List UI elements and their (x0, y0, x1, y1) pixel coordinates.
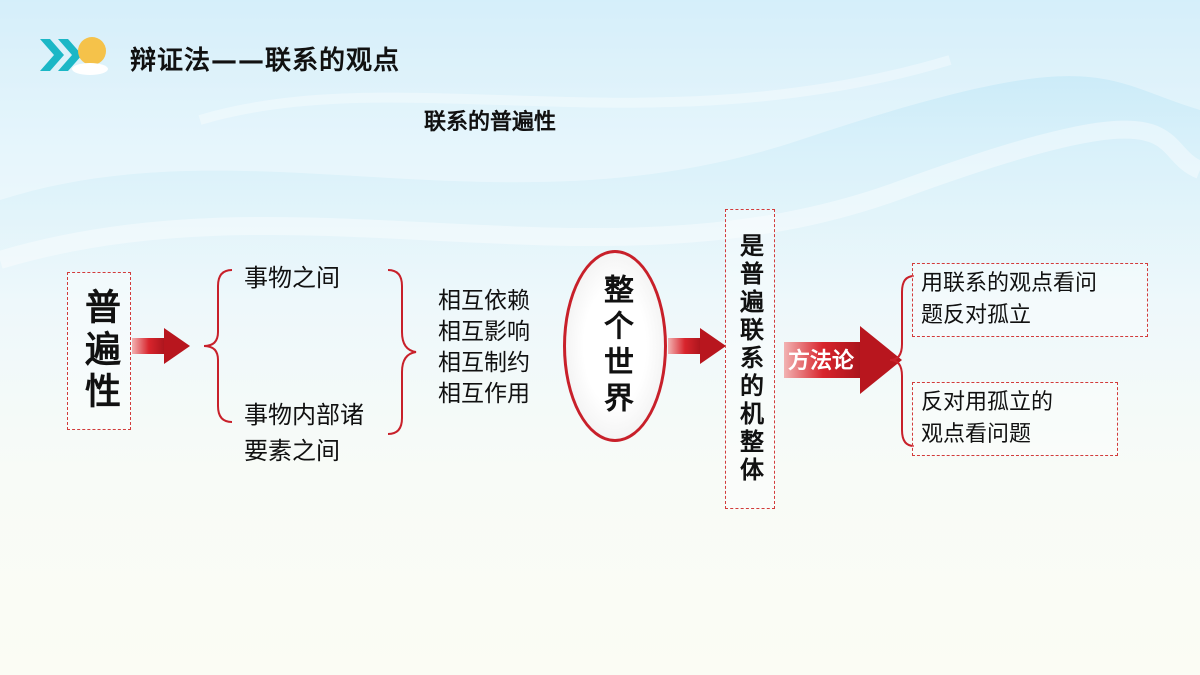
outcome-brace (889, 275, 915, 447)
relation-item: 相互作用 (438, 381, 530, 407)
method-arrow (784, 326, 902, 394)
branch-internal-line2: 要素之间 (244, 437, 340, 465)
outcome-2-line2: 观点看问题 (921, 422, 1032, 447)
diagram-subtitle: 联系的普遍性 (424, 110, 557, 135)
branch-internal-elements: 事物内部诸 要素之间 (244, 397, 364, 469)
universality-label: 普遍性 (79, 288, 120, 414)
header-logo-icon (40, 37, 108, 75)
outcome-2-line1: 反对用孤立的 (921, 390, 1054, 415)
relation-item: 相互制约 (438, 350, 530, 376)
arrow-right-icon (668, 328, 726, 364)
outcome-1-line2: 题反对孤立 (921, 303, 1032, 328)
methodology-label: 方法论 (788, 349, 855, 374)
organic-whole-box: 是普遍联系的机整体 (725, 209, 775, 509)
right-brace (387, 269, 417, 435)
organic-whole-label: 是普遍联系的机整体 (735, 233, 764, 485)
left-brace (203, 269, 233, 423)
outcome-1-line1: 用联系的观点看问 (921, 271, 1098, 296)
relation-item: 相互影响 (438, 319, 530, 345)
whole-world-label: 整个世界 (598, 274, 633, 418)
branch-internal-line1: 事物内部诸 (244, 401, 364, 429)
whole-world-ellipse: 整个世界 (563, 250, 667, 442)
universality-box: 普遍性 (67, 272, 131, 430)
relations-list: 相互依赖 相互影响 相互制约 相互作用 (438, 286, 530, 410)
outcome-box-2: 反对用孤立的 观点看问题 (912, 382, 1118, 456)
outcome-box-1: 用联系的观点看问 题反对孤立 (912, 263, 1148, 337)
relation-item: 相互依赖 (438, 288, 530, 314)
page-title: 辩证法——联系的观点 (130, 46, 401, 76)
arrow-right-icon (132, 328, 190, 364)
branch-between-things: 事物之间 (244, 264, 340, 292)
